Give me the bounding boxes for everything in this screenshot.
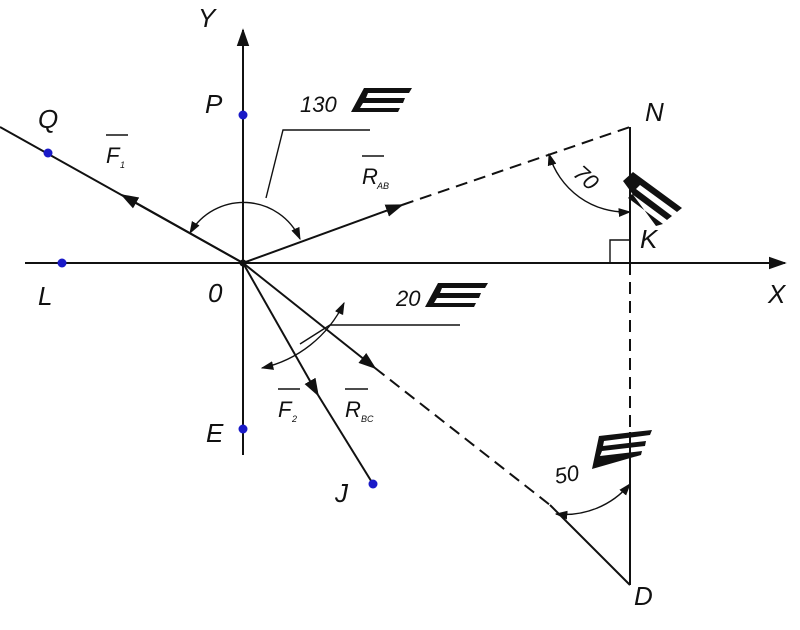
rab-extension-dashed	[401, 126, 631, 206]
line-to-j	[317, 394, 374, 485]
label-f2: F 2	[278, 388, 300, 424]
x-axis-label: X	[767, 279, 787, 309]
label-p: P	[205, 89, 223, 119]
arc-70	[547, 152, 632, 217]
label-rbc: R BC	[345, 388, 374, 424]
svg-text:70: 70	[569, 160, 604, 195]
point-p	[238, 110, 248, 120]
angle-130-label: 130	[300, 88, 412, 117]
arc-20	[260, 301, 345, 370]
svg-text:F: F	[106, 143, 121, 168]
angle-70-label: 70	[569, 160, 682, 226]
label-f1: F 1	[106, 134, 128, 170]
arc-50	[554, 483, 631, 520]
rab-vector	[242, 204, 404, 264]
label-l: L	[38, 281, 52, 311]
label-rab: R AB	[362, 155, 389, 191]
label-d: D	[634, 581, 653, 611]
svg-text:AB: AB	[376, 181, 389, 191]
line-to-d-solid	[549, 504, 631, 586]
svg-text:BC: BC	[361, 414, 374, 424]
leader-130	[265, 129, 370, 199]
rbc-vector	[242, 262, 377, 370]
svg-text:F: F	[278, 397, 293, 422]
f1-vector	[120, 194, 244, 264]
origin-dot	[239, 259, 247, 267]
leader-20	[299, 324, 460, 345]
right-angle-mark	[609, 239, 630, 263]
y-axis-label: Y	[198, 3, 217, 33]
svg-text:1: 1	[120, 160, 125, 170]
f2-vector	[242, 262, 319, 397]
point-e	[238, 424, 248, 434]
label-k: K	[640, 224, 659, 254]
label-e: E	[206, 418, 224, 448]
svg-text:R: R	[345, 397, 361, 422]
arc-130	[189, 201, 301, 241]
label-j: J	[334, 478, 349, 508]
origin-label: 0	[208, 278, 223, 308]
angle-20-label: 20	[395, 283, 488, 311]
point-l	[57, 258, 67, 268]
point-j	[368, 479, 378, 489]
svg-text:R: R	[362, 164, 378, 189]
rbc-extension-dashed	[374, 367, 551, 506]
angle-50-label: 50	[553, 430, 652, 489]
point-q	[43, 148, 53, 158]
label-n: N	[645, 97, 664, 127]
svg-text:50: 50	[553, 460, 582, 489]
svg-text:2: 2	[291, 414, 297, 424]
svg-text:130: 130	[300, 92, 337, 117]
svg-text:20: 20	[395, 286, 421, 311]
label-q: Q	[38, 104, 58, 134]
